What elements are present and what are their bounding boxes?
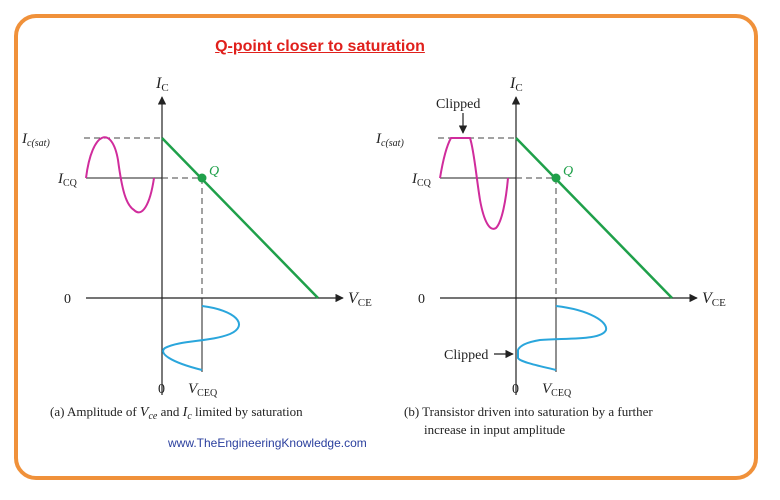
zero-x-b: 0 [512,382,519,397]
ic-waveform-a [85,136,155,214]
page-frame [14,14,758,480]
ic-waveform-b [439,137,509,230]
page-title: Q-point closer to saturation [215,38,425,55]
caption-b-line1: (b) Transistor driven into saturation by… [404,404,653,419]
ic-sat-label-a: Ic(sat) [21,131,50,149]
vce-waveform-b [517,305,608,371]
q-label-a: Q [209,164,219,179]
q-label-b: Q [563,164,573,179]
caption-a: (a) Amplitude of Vce and Ic limited by s… [50,404,303,422]
website-url[interactable]: www.TheEngineeringKnowledge.com [168,436,367,450]
x-axis-label-a: VCE [348,290,372,309]
icq-label-b: ICQ [411,171,432,189]
x-axis-label-b: VCE [702,290,726,309]
diagram-b: IC VCE Clipped Ic(sat) ICQ Q Clipped 0 0… [375,75,726,437]
vce-waveform-a [162,305,240,371]
caption-b-line2: increase in input amplitude [424,422,565,437]
ic-sat-label-b: Ic(sat) [375,131,404,149]
clipped-bottom-label-b: Clipped [444,348,488,363]
vceq-label-b: VCEQ [542,381,572,399]
y-axis-label-b: IC [509,75,523,94]
q-point-b [551,173,561,183]
zero-y-b: 0 [418,292,425,307]
load-line-b [515,137,673,299]
y-axis-label-a: IC [155,75,169,94]
clipped-top-label-b: Clipped [436,97,480,112]
vceq-label-a: VCEQ [188,381,218,399]
icq-label-a: ICQ [57,171,78,189]
q-point-a [197,173,207,183]
zero-y-a: 0 [64,292,71,307]
diagram-a: IC VCE Ic(sat) ICQ Q 0 0 VCEQ (a) Amplit… [21,75,372,422]
load-line-a [161,137,319,299]
zero-x-a: 0 [158,382,165,397]
